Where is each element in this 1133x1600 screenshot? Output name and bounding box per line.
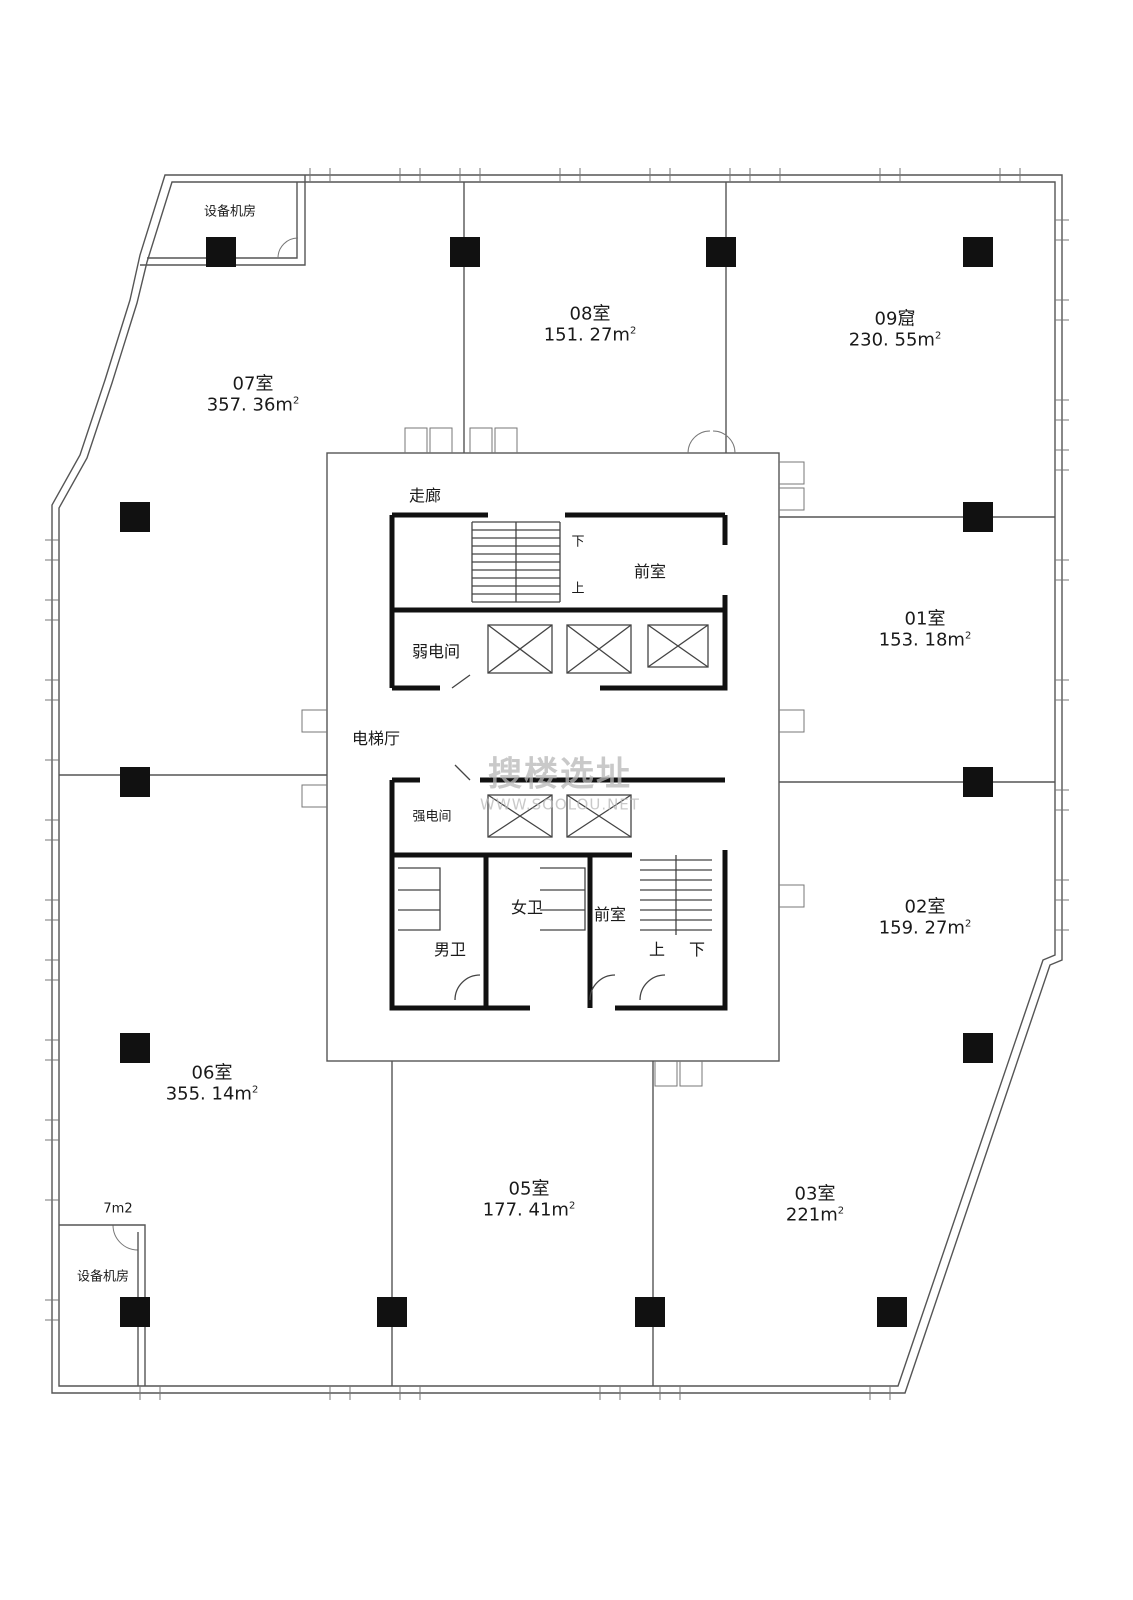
room-area-value: 221m bbox=[785, 1204, 838, 1225]
core-upper-block bbox=[389, 512, 728, 691]
watermark-url: WWW.SOOLOU.NET bbox=[480, 795, 640, 814]
room-name: 02室 bbox=[904, 896, 946, 918]
room-name: 09窟 bbox=[874, 308, 916, 330]
room-area: 357. 36m2 bbox=[206, 394, 300, 416]
room-area: 230. 55m2 bbox=[848, 329, 942, 351]
stair-up-top-label: 上 bbox=[571, 581, 585, 597]
elevator-5 bbox=[566, 794, 632, 838]
area-unit: 2 bbox=[568, 1200, 576, 1211]
front-room-bottom-label: 前室 bbox=[593, 904, 627, 924]
equip-room-top-walls bbox=[140, 175, 306, 266]
room-area-value: 230. 55m bbox=[848, 329, 935, 350]
elevator-hall-label: 电梯厅 bbox=[351, 728, 401, 748]
core-lower-block bbox=[389, 777, 728, 1011]
room-area: 159. 27m2 bbox=[878, 917, 972, 939]
area-unit: 2 bbox=[837, 1205, 845, 1216]
room-area: 151. 27m2 bbox=[543, 324, 637, 346]
room-name: 07室 bbox=[232, 373, 274, 395]
room-area-value: 177. 41m bbox=[482, 1199, 569, 1220]
room-area-value: 357. 36m bbox=[206, 394, 293, 415]
room-area: 355. 14m2 bbox=[165, 1083, 259, 1105]
area-unit: 2 bbox=[934, 330, 942, 341]
room-area-value: 151. 27m bbox=[543, 324, 630, 345]
room-area-value: 159. 27m bbox=[878, 917, 965, 938]
equip-room-bottom-area: 7m2 bbox=[103, 1201, 133, 1217]
room-area-value: 355. 14m bbox=[165, 1083, 252, 1104]
room-name: 01室 bbox=[904, 608, 946, 630]
window-ticks-right bbox=[1055, 219, 1069, 931]
elevator-2 bbox=[566, 624, 632, 674]
door-swings bbox=[112, 237, 805, 1251]
elevator-4 bbox=[487, 794, 553, 838]
women-wc-label: 女卫 bbox=[510, 897, 544, 917]
stair-down-bottom-label: 下 bbox=[688, 939, 706, 959]
window-ticks-bottom bbox=[139, 1386, 891, 1400]
area-unit: 2 bbox=[964, 630, 972, 641]
equip-room-top-label: 设备机房 bbox=[203, 204, 257, 220]
area-unit: 2 bbox=[251, 1084, 259, 1095]
stair-up-bottom-label: 上 bbox=[648, 939, 666, 959]
watermark-title: 搜楼选址 bbox=[487, 754, 632, 795]
room-area-value: 153. 18m bbox=[878, 629, 965, 650]
strong-room-label: 强电间 bbox=[412, 809, 452, 825]
men-wc-label: 男卫 bbox=[433, 939, 467, 959]
wc-stalls bbox=[398, 674, 666, 1001]
weak-room-label: 弱电间 bbox=[411, 641, 461, 661]
partitions-top bbox=[59, 182, 1055, 1386]
stair-bottom-treads bbox=[640, 855, 712, 935]
window-ticks-left bbox=[45, 539, 59, 1321]
front-room-top-label: 前室 bbox=[633, 561, 667, 581]
structural-columns bbox=[120, 237, 993, 1327]
stair-top-treads bbox=[471, 521, 561, 603]
equip-room-bottom-label: 设备机房 bbox=[76, 1269, 130, 1285]
room-area: 153. 18m2 bbox=[878, 629, 972, 651]
room-name: 05室 bbox=[508, 1178, 550, 1200]
room-name: 08室 bbox=[569, 303, 611, 325]
area-unit: 2 bbox=[292, 395, 300, 406]
room-area: 221m2 bbox=[785, 1204, 845, 1226]
elevator-3 bbox=[647, 624, 709, 668]
core-outline bbox=[326, 452, 780, 1062]
area-unit: 2 bbox=[629, 325, 637, 336]
watermark: 搜楼选址 WWW.SOOLOU.NET bbox=[480, 747, 640, 814]
room-name: 06室 bbox=[191, 1062, 233, 1084]
exterior-wall-outer bbox=[51, 174, 1063, 1394]
corridor-label: 走廊 bbox=[408, 485, 442, 505]
window-ticks-top bbox=[309, 168, 1021, 182]
stair-down-top-label: 下 bbox=[571, 534, 585, 550]
area-unit: 2 bbox=[964, 918, 972, 929]
elevator-1 bbox=[487, 624, 553, 674]
room-name: 03室 bbox=[794, 1183, 836, 1205]
exterior-wall-inner bbox=[58, 181, 1056, 1387]
room-area: 177. 41m2 bbox=[482, 1199, 576, 1221]
